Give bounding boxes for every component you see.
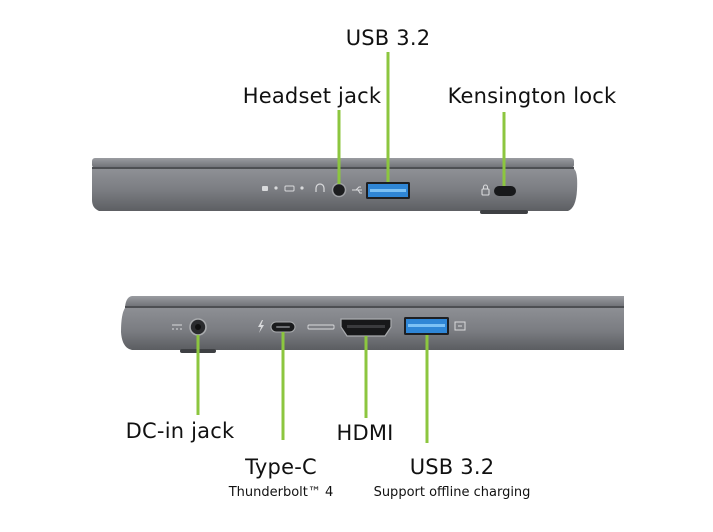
lock-icon (481, 184, 490, 196)
label-dc-in-jack: DC-in jack (125, 419, 235, 443)
thunderbolt-icon (258, 320, 264, 333)
label-usb-top: USB 3.2 (345, 26, 431, 50)
headset-jack-port (331, 182, 347, 198)
label-usb-bottom: USB 3.2 (409, 455, 495, 479)
laptop-left-side (121, 296, 624, 353)
dc-in-pin (195, 324, 201, 330)
usb-a-port-top (366, 182, 410, 199)
label-offline-charging: Support offline charging (373, 485, 531, 500)
bottom-seam (125, 306, 624, 308)
top-foot (480, 210, 528, 214)
label-headset-jack: Headset jack (242, 84, 382, 108)
kensington-slot (494, 186, 516, 196)
bottom-lid (125, 296, 624, 307)
label-thunderbolt-4: Thunderbolt™ 4 (228, 485, 334, 500)
top-seam (92, 167, 574, 169)
usb-icon (352, 186, 362, 194)
top-lid (92, 158, 574, 168)
headset-icon (315, 183, 325, 192)
type-c-tongue (276, 326, 290, 328)
hdmi-pins (347, 325, 385, 328)
usb-charging-icon (454, 321, 466, 331)
laptop-right-side (92, 158, 578, 214)
label-hdmi: HDMI (336, 421, 394, 445)
label-type-c: Type-C (245, 455, 317, 479)
usb-a-port-bottom (404, 317, 449, 335)
power-icon (172, 324, 182, 330)
hdmi-icon (307, 324, 335, 330)
label-kensington-lock: Kensington lock (447, 84, 617, 108)
status-led-icons (262, 185, 304, 192)
